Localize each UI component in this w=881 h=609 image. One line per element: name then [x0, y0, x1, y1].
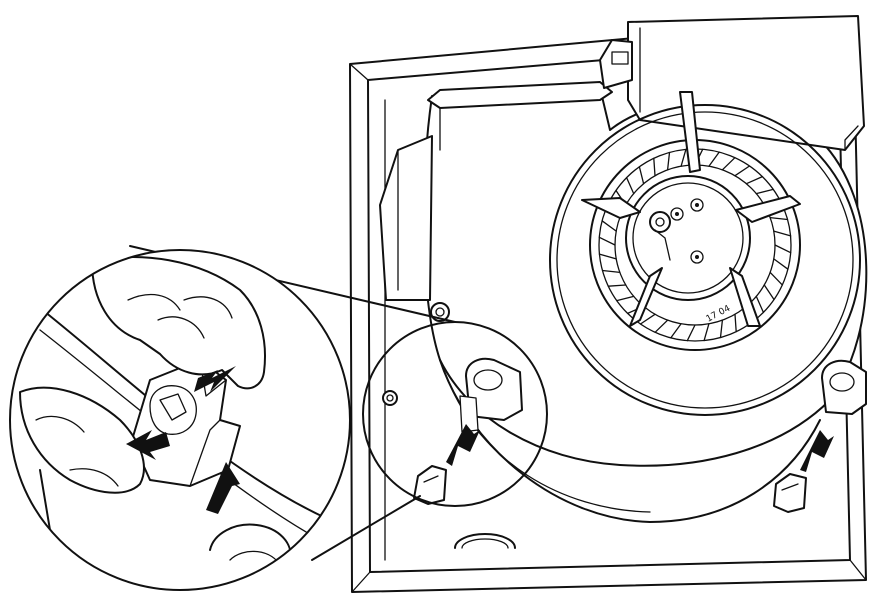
housing-clip-center — [459, 357, 523, 433]
magnifier-circle — [9, 249, 351, 591]
wheel-blade — [601, 220, 617, 232]
wheel-blade — [708, 151, 720, 167]
wheel-blade — [769, 216, 789, 221]
wheel-blade — [680, 148, 687, 167]
magnified-detail — [9, 249, 351, 591]
wheel-blade — [745, 175, 764, 185]
wheel-blade — [755, 295, 765, 314]
wheel-blade — [719, 319, 724, 339]
push-up-arrow — [206, 462, 240, 514]
loose-clip-center — [413, 465, 447, 505]
wheel-blade — [734, 165, 751, 177]
wheel-blade — [616, 295, 635, 302]
wheel-blade — [774, 244, 792, 254]
callout-leader-bottom — [311, 495, 421, 561]
wheel-blade — [773, 258, 789, 270]
housing-clip-right — [821, 359, 867, 415]
loose-clip-right — [773, 473, 807, 513]
squeeze-top-arrow — [194, 366, 236, 392]
wheel-blade — [625, 176, 635, 195]
wheel-blade — [598, 236, 616, 246]
clip-arrow-right — [800, 430, 834, 472]
wheel-blade — [598, 253, 617, 260]
wheel-blade — [773, 230, 792, 237]
wheel-blade — [653, 157, 656, 177]
wheel-blade — [703, 323, 710, 342]
clip-arrow-center — [446, 424, 480, 466]
wheel-blade — [686, 324, 696, 342]
wheel-blade — [639, 313, 656, 325]
wheel-blade — [654, 319, 669, 333]
wheel-blade — [763, 284, 775, 301]
wheel-blade — [769, 271, 783, 286]
wheel-blade — [755, 188, 774, 195]
wheel-blade — [670, 323, 682, 339]
wheel-blade — [601, 269, 621, 274]
wheel-blades — [598, 148, 792, 342]
squeeze-inner-arrow — [126, 430, 170, 460]
wheel-blade — [734, 313, 737, 333]
wheel-blade — [721, 157, 736, 171]
wheel-blade — [638, 166, 645, 185]
screw-hole — [382, 390, 398, 406]
wheel-blade — [607, 284, 627, 287]
wheel-blade — [666, 151, 671, 171]
blower-wheel: 17 04 — [581, 91, 801, 351]
